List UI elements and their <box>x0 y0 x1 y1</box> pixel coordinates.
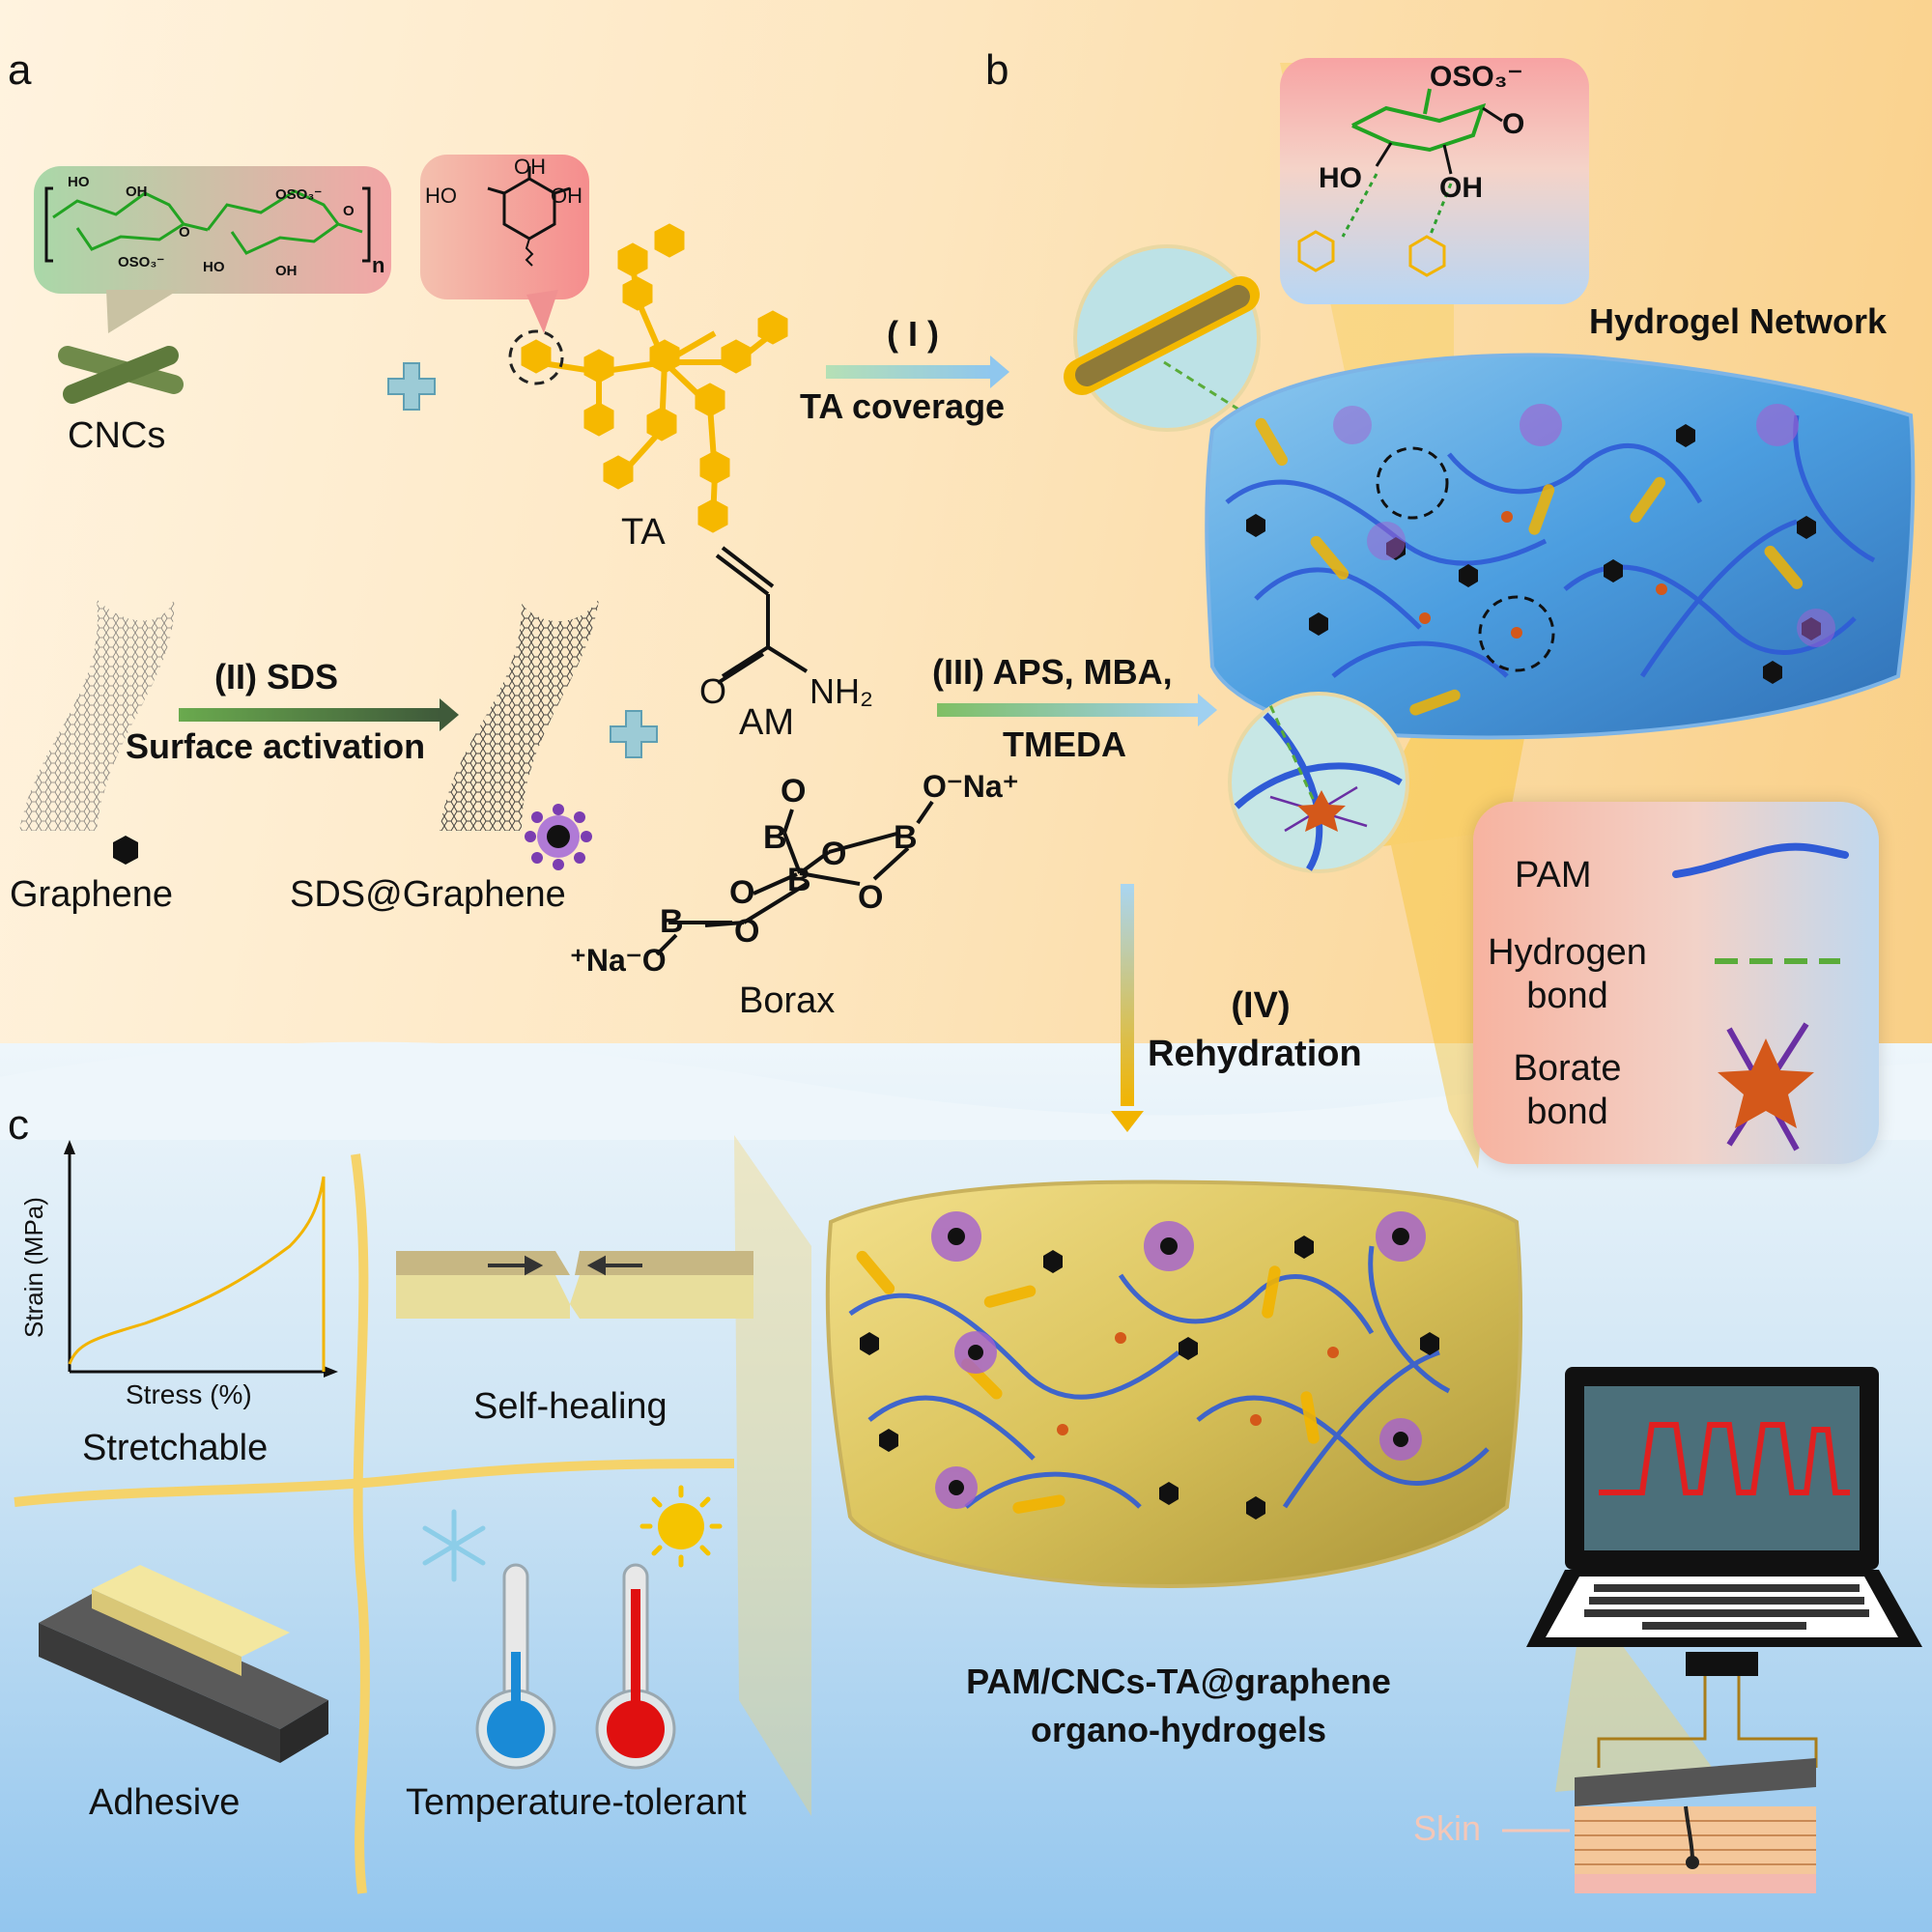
borax-b3: B <box>787 862 811 898</box>
self-healing-label: Self-healing <box>473 1386 668 1427</box>
sun-icon <box>639 1485 723 1568</box>
stretchable-label: Stretchable <box>82 1428 269 1468</box>
skin-sensor-icon <box>1575 1758 1816 1893</box>
adhesive-label: Adhesive <box>89 1782 241 1823</box>
step2-text: Surface activation <box>126 726 426 766</box>
stress-strain-curve <box>68 1176 326 1372</box>
borax-b2: B <box>894 819 918 856</box>
step4-number: (IV) <box>1231 985 1291 1026</box>
hydrogel-network-title: Hydrogel Network <box>1589 301 1888 341</box>
chart-x-axis-label: Stress (%) <box>126 1379 252 1409</box>
legend-hbond-label-2: bond <box>1526 976 1608 1016</box>
am-label: AM <box>739 702 794 743</box>
legend-pam-label: PAM <box>1515 855 1592 895</box>
ta-ho-left: HO <box>425 184 457 208</box>
inset-oso3: OSO₃⁻ <box>1430 61 1523 93</box>
inset-oh: OH <box>1439 172 1483 204</box>
step1-text: TA coverage <box>800 386 1006 426</box>
cnc-oh1: OH <box>126 184 148 200</box>
borax-na-o: ⁺Na⁻O <box>570 943 667 978</box>
step3-text: TMEDA <box>1003 724 1126 764</box>
legend-box <box>1473 802 1879 1164</box>
graphene-label: Graphene <box>10 874 174 915</box>
step3-number: (III) APS, MBA, <box>932 652 1173 692</box>
cnc-n: n <box>372 253 385 277</box>
panel-label-c: c <box>8 1101 29 1149</box>
step1-number: ( I ) <box>887 314 939 354</box>
sds-graphene-label: SDS@Graphene <box>290 874 566 915</box>
borax-o-right: O <box>858 879 884 916</box>
borax-o-mid: O <box>821 836 847 872</box>
panel-label-b: b <box>985 46 1009 94</box>
cnc-o2: O <box>343 203 355 219</box>
cnc-ho2: HO <box>203 259 225 275</box>
borax-ona-top: O⁻Na⁺ <box>923 769 1019 804</box>
borax-b1: B <box>763 819 787 856</box>
cnc-oh2: OH <box>275 263 298 279</box>
inset-oxygen: O <box>1502 108 1525 140</box>
cnc-oso3-2: OSO₃⁻ <box>118 254 165 270</box>
borax-o-bottom: O <box>734 913 760 950</box>
inset-ho: HO <box>1319 162 1362 194</box>
signal-waveform <box>1599 1422 1850 1495</box>
borate-bond-icon <box>1718 1022 1814 1151</box>
ta-oh-right: OH <box>551 184 582 208</box>
cncs-label: CNCs <box>68 415 166 456</box>
borax-label: Borax <box>739 980 836 1021</box>
cnc-ho1: HO <box>68 174 90 190</box>
skin-label: Skin <box>1413 1808 1482 1848</box>
am-nh2: NH₂ <box>810 671 873 711</box>
cold-thermometer-icon <box>475 1563 556 1770</box>
legend-borate-label-2: bond <box>1526 1092 1608 1132</box>
temperature-tolerant-label: Temperature-tolerant <box>406 1782 747 1823</box>
snowflake-icon <box>422 1509 486 1582</box>
hot-thermometer-icon <box>595 1563 676 1770</box>
borax-o-top: O <box>781 773 807 810</box>
ta-structure-box <box>420 155 589 299</box>
step2-number: (II) SDS <box>214 657 339 696</box>
legend-hbond-label-1: Hydrogen <box>1488 932 1647 973</box>
borax-b4: B <box>660 903 684 940</box>
laptop-icon <box>1526 1367 1922 1676</box>
ta-label: TA <box>621 512 666 553</box>
ta-oh-top: OH <box>514 155 546 179</box>
am-oxygen: O <box>699 671 727 711</box>
step4-text: Rehydration <box>1148 1034 1362 1074</box>
cnc-o1: O <box>179 224 190 241</box>
cnc-oso3-1: OSO₃⁻ <box>275 186 323 203</box>
panel-label-a: a <box>8 46 32 94</box>
product-title-line1: PAM/CNCs-TA@graphene <box>966 1662 1391 1701</box>
pam-line-icon <box>1672 842 1849 878</box>
borax-o-left: O <box>729 874 755 911</box>
product-title-line2: organo-hydrogels <box>1030 1710 1327 1749</box>
legend-borate-label-1: Borate <box>1513 1048 1622 1089</box>
